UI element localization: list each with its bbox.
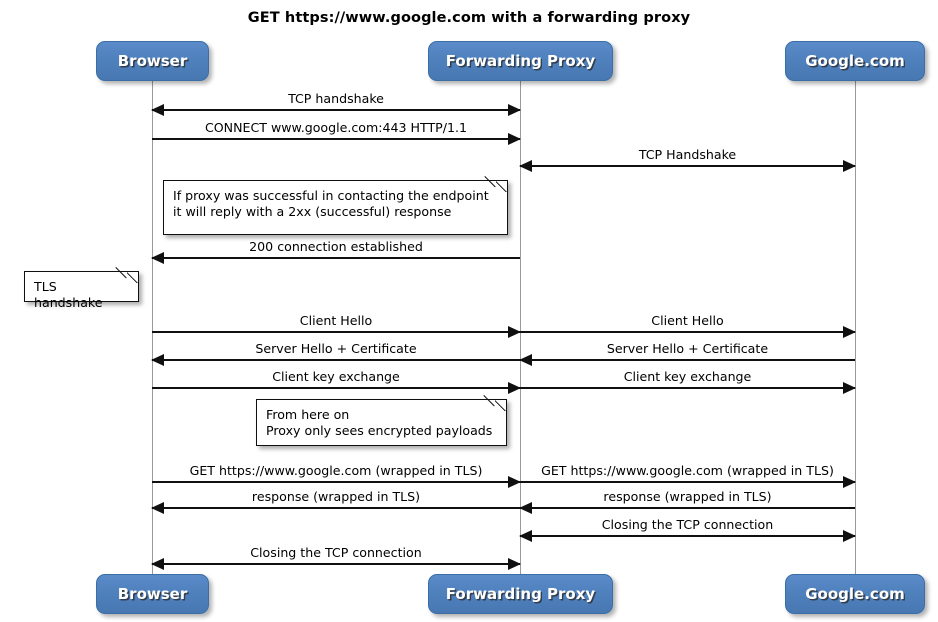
participant-google-top[interactable]: Google.com <box>785 41 925 81</box>
message-line <box>152 331 520 333</box>
message-line <box>520 481 855 483</box>
message-line <box>520 359 855 361</box>
message-label: Server Hello + Certificate <box>255 341 417 356</box>
message-label: TCP Handshake <box>638 147 737 162</box>
arrowhead-left-icon <box>519 160 532 172</box>
arrowhead-left-icon <box>151 354 164 366</box>
message-label: Closing the TCP connection <box>601 517 774 532</box>
note-tls-handshake: TLS handshake <box>24 271 139 310</box>
message-line <box>152 507 520 509</box>
message-line <box>152 257 520 259</box>
arrowhead-right-icon <box>843 476 856 488</box>
message-line <box>520 535 855 537</box>
message-label: response (wrapped in TLS) <box>603 489 772 504</box>
message-client-hello-proxy-google: Client Hello <box>520 313 856 338</box>
message-get-request-browser-proxy: GET https://www.google.com (wrapped in T… <box>152 463 521 488</box>
message-line <box>520 331 855 333</box>
message-line <box>152 387 520 389</box>
note-fold-corner-icon <box>496 181 507 192</box>
arrowhead-right-icon <box>843 382 856 394</box>
message-server-hello-google-proxy: Server Hello + Certificate <box>519 341 855 366</box>
message-client-key-exchange-browser-proxy: Client key exchange <box>152 369 521 394</box>
message-client-key-exchange-proxy-google: Client key exchange <box>520 369 856 394</box>
message-line <box>152 138 520 140</box>
arrowhead-right-icon <box>508 133 521 145</box>
arrowhead-left-icon <box>519 502 532 514</box>
message-tcp-handshake-browser-proxy: TCP handshake <box>151 91 521 116</box>
message-label: Client key exchange <box>623 369 752 384</box>
message-server-hello-proxy-browser: Server Hello + Certificate <box>151 341 520 366</box>
arrowhead-right-icon <box>843 530 856 542</box>
message-closing-tcp-browser-proxy: Closing the TCP connection <box>151 545 521 570</box>
note-text: If proxy was successful in contacting th… <box>173 188 489 219</box>
arrowhead-left-icon <box>151 104 164 116</box>
arrowhead-left-icon <box>151 502 164 514</box>
message-line <box>520 507 855 509</box>
message-line <box>520 165 855 167</box>
arrowhead-right-icon <box>508 558 521 570</box>
message-label: Client key exchange <box>272 369 400 384</box>
message-line <box>520 387 855 389</box>
participant-label: Google.com <box>805 52 905 70</box>
message-label: Closing the TCP connection <box>250 545 422 560</box>
note-text: TLS handshake <box>34 279 103 310</box>
message-connect-request: CONNECT www.google.com:443 HTTP/1.1 <box>152 120 521 145</box>
message-label: Server Hello + Certificate <box>606 341 769 356</box>
participant-label: Forwarding Proxy <box>445 52 596 70</box>
message-line <box>152 563 520 565</box>
note-fold-corner-icon <box>127 272 138 283</box>
message-line <box>152 481 520 483</box>
message-label: 200 connection established <box>249 239 423 254</box>
message-tcp-handshake-proxy-google: TCP Handshake <box>519 147 856 172</box>
participant-browser-bottom[interactable]: Browser <box>96 574 209 614</box>
message-label: Client Hello <box>651 313 724 328</box>
arrowhead-right-icon <box>508 476 521 488</box>
message-label: CONNECT www.google.com:443 HTTP/1.1 <box>204 120 468 135</box>
arrowhead-right-icon <box>508 104 521 116</box>
note-encrypted-payloads: From here on Proxy only sees encrypted p… <box>256 399 507 446</box>
message-label: TCP handshake <box>288 91 384 106</box>
participant-forwarding-proxy-top[interactable]: Forwarding Proxy <box>428 41 613 81</box>
page-title: GET https://www.google.com with a forwar… <box>247 10 691 26</box>
arrowhead-right-icon <box>843 326 856 338</box>
arrowhead-right-icon <box>508 382 521 394</box>
participant-label: Google.com <box>805 585 905 603</box>
message-label: Client Hello <box>299 313 373 328</box>
note-fold-corner-icon <box>495 400 506 411</box>
message-line <box>152 109 520 111</box>
participant-label: Browser <box>117 585 188 603</box>
lifeline-browser <box>152 81 153 574</box>
message-response-google-proxy: response (wrapped in TLS) <box>519 489 855 514</box>
message-label: response (wrapped in TLS) <box>251 489 421 504</box>
message-label: GET https://www.google.com (wrapped in T… <box>541 463 834 478</box>
message-get-request-proxy-google: GET https://www.google.com (wrapped in T… <box>520 463 856 488</box>
participant-google-bottom[interactable]: Google.com <box>785 574 925 614</box>
arrowhead-right-icon <box>508 326 521 338</box>
message-label: GET https://www.google.com (wrapped in T… <box>189 463 483 478</box>
arrowhead-left-icon <box>151 558 164 570</box>
note-text: From here on Proxy only sees encrypted p… <box>266 407 493 438</box>
arrowhead-right-icon <box>843 160 856 172</box>
participant-label: Browser <box>117 52 188 70</box>
arrowhead-left-icon <box>151 252 164 264</box>
message-response-proxy-browser: response (wrapped in TLS) <box>151 489 520 514</box>
message-200-connection-established: 200 connection established <box>151 239 520 264</box>
arrowhead-left-icon <box>519 530 532 542</box>
message-line <box>152 359 520 361</box>
note-proxy-success: If proxy was successful in contacting th… <box>163 180 508 235</box>
participant-browser-top[interactable]: Browser <box>96 41 209 81</box>
participant-forwarding-proxy-bottom[interactable]: Forwarding Proxy <box>428 574 613 614</box>
message-closing-tcp-proxy-google: Closing the TCP connection <box>519 517 856 542</box>
arrowhead-left-icon <box>519 354 532 366</box>
participant-label: Forwarding Proxy <box>445 585 596 603</box>
message-client-hello-browser-proxy: Client Hello <box>152 313 521 338</box>
